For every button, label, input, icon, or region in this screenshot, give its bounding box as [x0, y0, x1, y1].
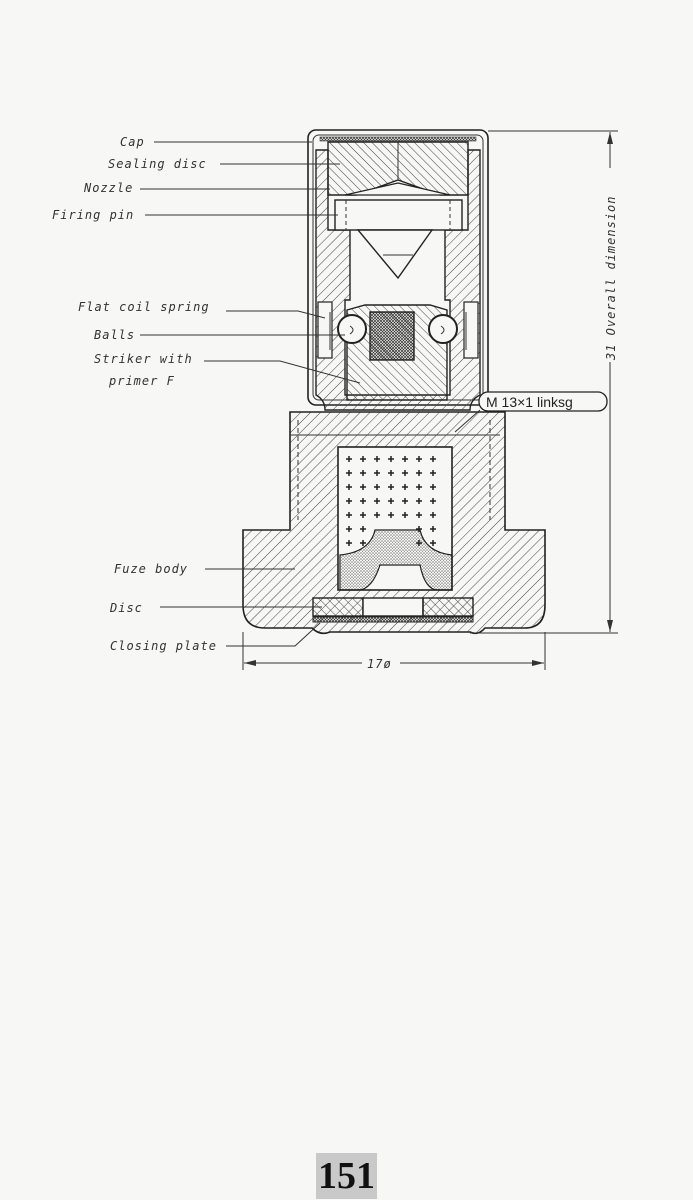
callout-nozzle: Nozzle — [83, 181, 330, 195]
booster-charge — [339, 529, 453, 591]
explosive-cross-mark — [360, 540, 366, 546]
svg-text:Flat coil spring: Flat coil spring — [78, 300, 210, 314]
svg-text:Disc: Disc — [109, 601, 143, 615]
firing-pin — [334, 182, 463, 280]
callout-flat-coil-spring: Flat coil spring — [78, 300, 326, 319]
callout-balls: Balls — [94, 328, 345, 342]
svg-text:Cap: Cap — [120, 135, 145, 149]
explosive-cross-mark — [430, 540, 436, 546]
flat-coil-spring — [317, 301, 479, 359]
explosive-filling — [346, 456, 436, 546]
explosive-cross-mark — [374, 512, 380, 518]
callout-sealing-disc: Sealing disc — [108, 157, 340, 171]
explosive-cross-mark — [402, 456, 408, 462]
explosive-cross-mark — [430, 498, 436, 504]
explosive-cross-mark — [388, 484, 394, 490]
explosive-cross-mark — [346, 470, 352, 476]
callout-cap: Cap — [120, 135, 312, 149]
explosive-cross-mark — [388, 498, 394, 504]
explosive-cross-mark — [388, 512, 394, 518]
explosive-cross-mark — [346, 456, 352, 462]
explosive-cross-mark — [360, 470, 366, 476]
callout-striker: Striker with primer F — [94, 352, 361, 388]
svg-text:M 13×1 linksg: M 13×1 linksg — [486, 394, 573, 410]
balls — [337, 314, 458, 344]
explosive-cross-mark — [360, 526, 366, 532]
svg-text:Striker with: Striker with — [94, 352, 193, 366]
svg-text:Closing plate: Closing plate — [110, 639, 217, 653]
svg-text:Fuze body: Fuze body — [114, 562, 188, 576]
callout-disc: Disc — [109, 601, 322, 615]
explosive-cross-mark — [346, 526, 352, 532]
disc — [312, 597, 474, 617]
callout-closing-plate: Closing plate — [110, 622, 321, 653]
page-number: 151 — [316, 1153, 377, 1199]
callout-fuze-body: Fuze body — [114, 562, 295, 576]
svg-text:31 Overall dimension: 31 Overall dimension — [604, 196, 618, 362]
explosive-cross-mark — [416, 484, 422, 490]
striker — [346, 304, 448, 401]
explosive-cross-mark — [374, 456, 380, 462]
explosive-cross-mark — [374, 470, 380, 476]
explosive-cross-mark — [360, 498, 366, 504]
svg-text:Sealing disc: Sealing disc — [108, 157, 207, 171]
explosive-cross-mark — [430, 526, 436, 532]
explosive-cross-mark — [430, 484, 436, 490]
explosive-cross-mark — [402, 512, 408, 518]
primer — [369, 311, 415, 361]
explosive-cross-mark — [346, 540, 352, 546]
explosive-cross-mark — [360, 512, 366, 518]
explosive-cross-mark — [430, 470, 436, 476]
explosive-cross-mark — [416, 512, 422, 518]
explosive-cross-mark — [430, 456, 436, 462]
closing-plate — [312, 616, 474, 623]
overall-dimension: 31 Overall dimension — [470, 130, 618, 634]
explosive-cross-mark — [402, 498, 408, 504]
explosive-cross-mark — [360, 484, 366, 490]
svg-text:Balls: Balls — [94, 328, 135, 342]
explosive-cross-mark — [374, 498, 380, 504]
diameter-dimension: 17ø — [242, 632, 546, 671]
svg-text:Firing pin: Firing pin — [52, 208, 134, 222]
upper-body-walls — [315, 149, 481, 411]
explosive-cross-mark — [346, 512, 352, 518]
explosive-cross-mark — [388, 470, 394, 476]
explosive-cross-mark — [416, 470, 422, 476]
explosive-cross-mark — [430, 512, 436, 518]
explosive-cross-mark — [346, 484, 352, 490]
explosive-cross-mark — [416, 456, 422, 462]
explosive-cross-mark — [346, 498, 352, 504]
explosive-cross-mark — [402, 470, 408, 476]
explosive-cross-mark — [402, 484, 408, 490]
svg-text:Nozzle: Nozzle — [83, 181, 133, 195]
explosive-cross-mark — [416, 498, 422, 504]
svg-text:17ø: 17ø — [367, 657, 392, 671]
thread-spec-label: M 13×1 linksg — [454, 391, 608, 433]
explosive-cross-mark — [360, 456, 366, 462]
callout-firing-pin: Firing pin — [52, 208, 338, 222]
explosive-cross-mark — [388, 456, 394, 462]
explosive-cross-mark — [374, 484, 380, 490]
svg-text:primer F: primer F — [108, 374, 175, 388]
